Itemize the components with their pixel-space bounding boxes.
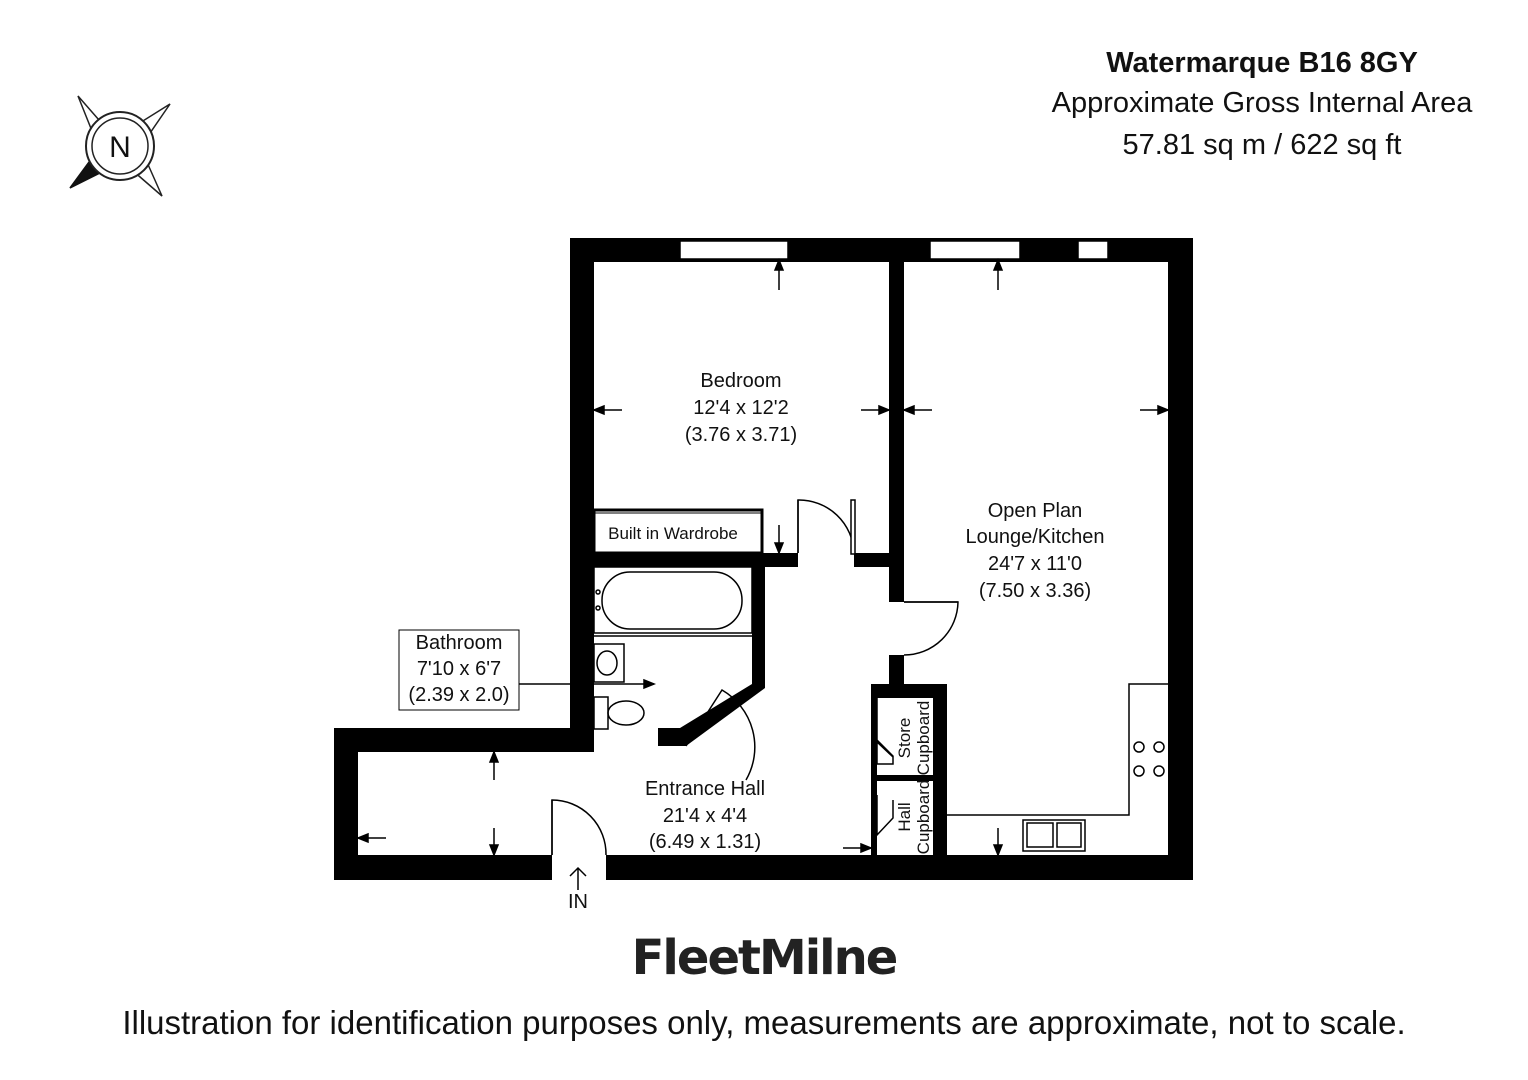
room-label-bedroom: Bedroom 12'4 x 12'2 (3.76 x 3.71) — [685, 370, 797, 446]
hall-name: Entrance Hall — [645, 778, 765, 800]
windows — [679, 240, 1109, 260]
store-line2: Cupboard — [914, 701, 933, 776]
area-value: 57.81 sq m / 622 sq ft — [1122, 129, 1402, 161]
kitchen-fixtures — [947, 683, 1168, 852]
lounge-name-2: Lounge/Kitchen — [965, 526, 1104, 548]
bedroom-name: Bedroom — [700, 370, 781, 392]
store-line1: Store — [895, 718, 914, 759]
hall-imperial: 21'4 x 4'4 — [663, 805, 747, 827]
plan-header: Watermarque B16 8GY Approximate Gross In… — [1010, 44, 1514, 166]
hall-cupboard-line1: Hall — [895, 802, 914, 831]
room-label-lounge: Open Plan Lounge/Kitchen 24'7 x 11'0 (7.… — [965, 500, 1104, 602]
area-label: Approximate Gross Internal Area — [1051, 87, 1473, 119]
entrance-label: IN — [568, 891, 588, 913]
lounge-name-1: Open Plan — [988, 500, 1083, 522]
wardrobe-label: Built in Wardrobe — [608, 524, 738, 543]
compass-icon: N — [69, 95, 171, 197]
wardrobe: Built in Wardrobe — [592, 508, 764, 555]
bedroom-metric: (3.76 x 3.71) — [685, 424, 797, 446]
lounge-imperial: 24'7 x 11'0 — [988, 553, 1082, 575]
bathroom-name: Bathroom — [416, 632, 503, 654]
dimension-arrows — [355, 257, 1171, 890]
property-address: Watermarque B16 8GY — [1106, 47, 1418, 79]
disclaimer-text: Illustration for identification purposes… — [122, 1004, 1406, 1041]
doors — [551, 499, 959, 856]
room-label-hall: Entrance Hall 21'4 x 4'4 (6.49 x 1.31) — [645, 778, 765, 853]
room-label-store-cupboard: Store Cupboard — [895, 701, 933, 776]
hall-metric: (6.49 x 1.31) — [649, 831, 761, 853]
bathroom-metric: (2.39 x 2.0) — [408, 684, 509, 706]
lounge-metric: (7.50 x 3.36) — [979, 580, 1091, 602]
bedroom-imperial: 12'4 x 12'2 — [693, 397, 789, 419]
bathroom-imperial: 7'10 x 6'7 — [417, 658, 501, 680]
room-label-hall-cupboard: Hall Cupboard — [895, 780, 933, 855]
bathroom-fixtures — [593, 566, 753, 730]
compass-letter: N — [109, 131, 131, 164]
hall-cupboard-line2: Cupboard — [914, 780, 933, 855]
brand-logo: FleetMilne — [631, 930, 899, 986]
room-label-bathroom: Bathroom 7'10 x 6'7 (2.39 x 2.0) — [398, 629, 520, 711]
